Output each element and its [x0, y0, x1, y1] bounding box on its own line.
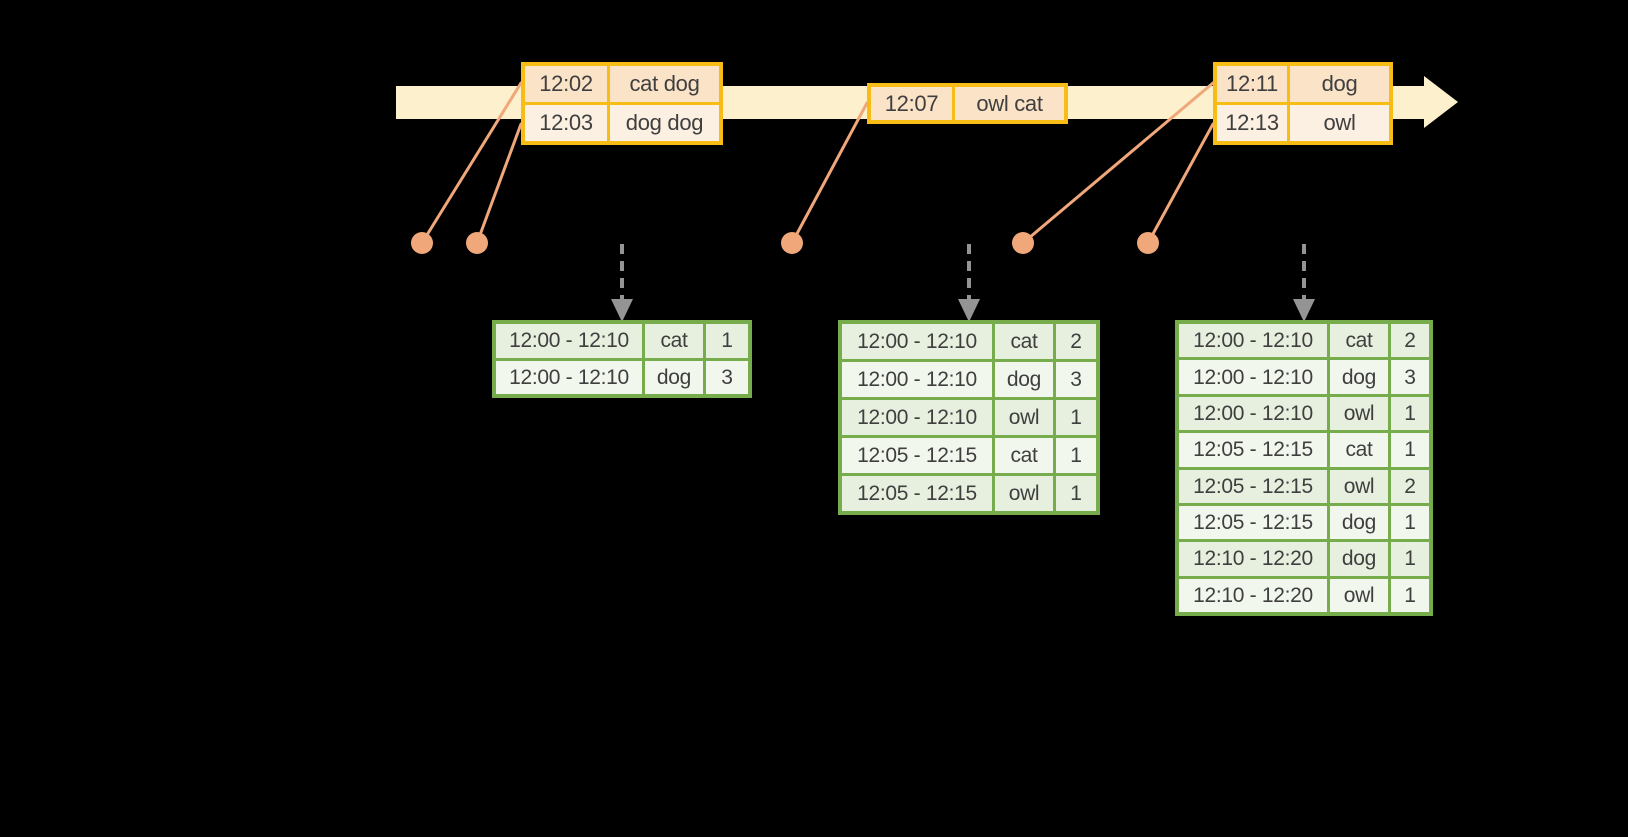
result-count: 1: [1056, 476, 1096, 511]
event-dot-12-11: [1012, 232, 1034, 254]
connector-line-12-07: [790, 101, 869, 245]
result-word: owl: [995, 476, 1053, 511]
event-words: cat dog: [610, 66, 719, 102]
event-time: 12:11: [1217, 66, 1287, 102]
result-word: owl: [1330, 578, 1388, 612]
event-time: 12:13: [1217, 105, 1287, 141]
result-window: 12:00 - 12:10: [1179, 324, 1327, 358]
trigger-arrowhead-icon-2: [958, 299, 980, 322]
result-count: 3: [1056, 362, 1096, 397]
trigger-arrowhead-icon-3: [1293, 299, 1315, 322]
result-word: cat: [1330, 433, 1388, 467]
result-window: 12:05 - 12:15: [1179, 433, 1327, 467]
result-word: owl: [1330, 396, 1388, 431]
connector-line-12-11: [1021, 81, 1215, 245]
result-table-2: 12:00 - 12:10 cat 2 12:00 - 12:10 dog 3 …: [838, 320, 1100, 515]
result-window: 12:00 - 12:10: [496, 360, 642, 394]
result-word: cat: [995, 438, 1053, 473]
result-word: cat: [1330, 324, 1388, 358]
result-count: 1: [1391, 542, 1429, 576]
result-count: 1: [1391, 396, 1429, 431]
result-table-1: 12:00 - 12:10 cat 1 12:00 - 12:10 dog 3: [492, 320, 752, 398]
result-count: 3: [706, 360, 748, 394]
result-count: 1: [1056, 400, 1096, 435]
result-count: 2: [1056, 324, 1096, 359]
result-window: 12:00 - 12:10: [842, 324, 992, 359]
event-words: dog: [1290, 66, 1389, 102]
event-time: 12:07: [871, 87, 952, 120]
result-window: 12:00 - 12:10: [842, 400, 992, 435]
result-count: 3: [1391, 360, 1429, 394]
event-box-3: 12:11 dog 12:13 owl: [1213, 62, 1393, 145]
result-window: 12:05 - 12:15: [1179, 505, 1327, 540]
result-word: cat: [995, 324, 1053, 359]
result-window: 12:05 - 12:15: [1179, 469, 1327, 503]
result-window: 12:00 - 12:10: [496, 324, 642, 358]
event-time: 12:02: [525, 66, 607, 102]
result-window: 12:10 - 12:20: [1179, 542, 1327, 576]
event-words: owl cat: [955, 87, 1064, 120]
event-dot-12-03: [466, 232, 488, 254]
result-word: dog: [1330, 360, 1388, 394]
event-box-1: 12:02 cat dog 12:03 dog dog: [521, 62, 723, 145]
result-count: 1: [1056, 438, 1096, 473]
event-dot-12-07: [781, 232, 803, 254]
result-word: dog: [1330, 542, 1388, 576]
result-word: owl: [995, 400, 1053, 435]
result-count: 1: [1391, 433, 1429, 467]
event-dot-12-13: [1137, 232, 1159, 254]
result-count: 1: [706, 324, 748, 358]
result-word: dog: [995, 362, 1053, 397]
result-count: 2: [1391, 324, 1429, 358]
connector-line-12-13: [1146, 122, 1215, 245]
trigger-arrowhead-icon-1: [611, 299, 633, 322]
result-window: 12:00 - 12:10: [1179, 360, 1327, 394]
connector-line-12-03: [475, 122, 523, 245]
result-word: cat: [645, 324, 703, 358]
result-window: 12:00 - 12:10: [842, 362, 992, 397]
result-count: 2: [1391, 469, 1429, 503]
result-word: dog: [1330, 505, 1388, 540]
result-word: dog: [645, 360, 703, 394]
connector-line-12-02: [420, 81, 523, 245]
result-window: 12:05 - 12:15: [842, 476, 992, 511]
result-window: 12:10 - 12:20: [1179, 578, 1327, 612]
result-window: 12:05 - 12:15: [842, 438, 992, 473]
event-dot-12-02: [411, 232, 433, 254]
result-count: 1: [1391, 578, 1429, 612]
event-time: 12:03: [525, 105, 607, 141]
result-word: owl: [1330, 469, 1388, 503]
result-table-3: 12:00 - 12:10 cat 2 12:00 - 12:10 dog 3 …: [1175, 320, 1433, 616]
event-words: dog dog: [610, 105, 719, 141]
event-box-2: 12:07 owl cat: [867, 83, 1068, 124]
result-window: 12:00 - 12:10: [1179, 396, 1327, 431]
event-words: owl: [1290, 105, 1389, 141]
result-count: 1: [1391, 505, 1429, 540]
